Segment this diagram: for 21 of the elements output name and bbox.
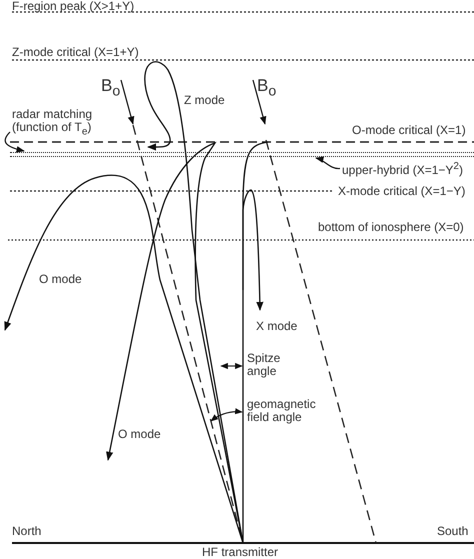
annotation-text: radar matching (function of T$_{e}$)	[12, 108, 112, 138]
dotted-double-line	[10, 152, 474, 157]
angle-label: geomagnetic field angle	[247, 398, 317, 424]
layer-label: Z-mode critical (X=1+Y)	[12, 46, 139, 59]
field-label: B$_{o}$	[257, 77, 276, 100]
direction-label: South	[437, 525, 468, 538]
layer-label: O-mode critical (X=1)	[352, 124, 466, 137]
leader-line	[315, 156, 340, 170]
ray-label: O mode	[39, 273, 82, 286]
transmitter-label: HF transmitter	[202, 546, 278, 559]
angle-label: Spitze angle	[247, 352, 282, 378]
ray-label: X mode	[256, 320, 298, 333]
direction-label: North	[12, 525, 42, 538]
ray-label: Z mode	[184, 94, 225, 107]
annotation-text: upper-hybrid (X=1−Y$^{2}$)	[342, 160, 463, 177]
layer-label: bottom of ionosphere (X=0)	[318, 221, 464, 234]
ray-label: O mode	[118, 428, 161, 441]
field-label: B$_{o}$	[101, 77, 120, 100]
layer-label: F-region peak (X>1+Y)	[12, 0, 134, 13]
leader-line	[4, 132, 25, 152]
layer-label: X-mode critical (X=1−Y)	[338, 185, 466, 198]
